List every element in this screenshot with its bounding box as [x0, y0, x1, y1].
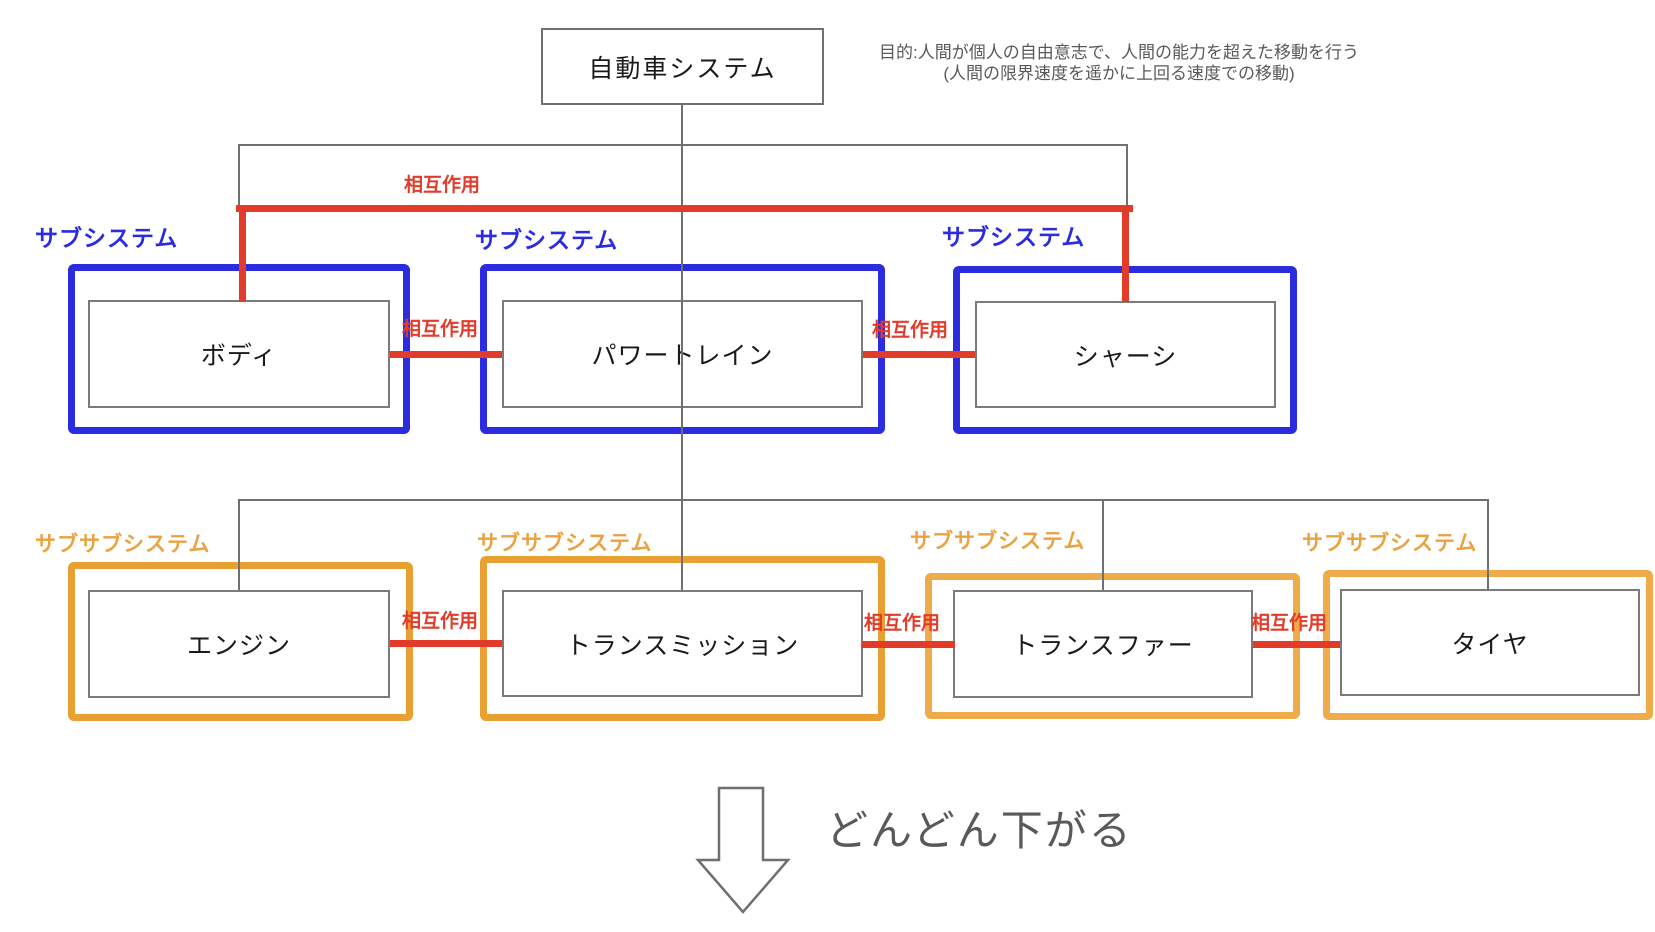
footer-caption: どんどん下がる	[826, 807, 1133, 854]
interaction-line-top-left-drop	[239, 205, 246, 302]
down-arrow-icon	[695, 786, 791, 914]
node-engine-label: エンジン	[186, 632, 291, 660]
purpose-line-2: (人間の限界速度を遥かに上回る速度での移動)	[943, 64, 1295, 83]
interaction-line-transmission-transfer	[862, 641, 955, 648]
connector-level2-branch-engine	[238, 499, 240, 590]
subsystem-label-1: サブシステム	[35, 225, 179, 251]
connector-level1-branch-right	[1126, 144, 1128, 206]
interaction-line-top-horizontal	[236, 205, 1133, 212]
interaction-label-body-powertrain: 相互作用	[402, 319, 479, 340]
node-tire: タイヤ	[1340, 589, 1640, 696]
node-transfer: トランスファー	[953, 590, 1253, 698]
node-transfer-label: トランスファー	[1012, 632, 1194, 660]
system-box-label: 自動車システム	[588, 54, 777, 83]
subsubsystem-label-4: サブサブシステム	[1302, 532, 1478, 555]
subsystem-label-2: サブシステム	[475, 227, 619, 253]
subsystem-label-3: サブシステム	[942, 224, 1086, 250]
connector-level2-branch-transfer	[1102, 499, 1104, 590]
purpose-note: 目的:人間が個人の自由意志で、人間の能力を超えた移動を行う (人間の限界速度を遥…	[833, 42, 1405, 84]
node-body: ボディ	[88, 300, 390, 408]
interaction-line-body-powertrain	[390, 351, 502, 358]
interaction-label-top: 相互作用	[404, 175, 481, 196]
interaction-line-top-right-drop	[1122, 205, 1129, 302]
node-tire-label: タイヤ	[1451, 630, 1529, 659]
subsubsystem-label-2: サブサブシステム	[477, 532, 653, 555]
subsubsystem-label-3: サブサブシステム	[910, 530, 1086, 553]
node-chassis: シャーシ	[975, 301, 1276, 408]
connector-level1-horizontal	[238, 144, 1128, 146]
subsubsystem-label-1: サブサブシステム	[35, 533, 211, 556]
connector-level2-branch-tire	[1487, 499, 1489, 590]
connector-trunk-vertical	[681, 105, 683, 590]
node-body-label: ボディ	[200, 342, 278, 370]
interaction-line-transfer-tire	[1253, 641, 1340, 648]
interaction-line-engine-transmission	[390, 640, 502, 647]
interaction-label-engine-transmission: 相互作用	[402, 611, 479, 632]
node-transmission: トランスミッション	[502, 590, 863, 697]
interaction-label-powertrain-chassis: 相互作用	[872, 320, 949, 341]
node-transmission-label: トランスミッション	[565, 631, 800, 660]
interaction-line-powertrain-chassis	[863, 351, 975, 358]
connector-level1-branch-left	[238, 144, 240, 206]
purpose-line-1: 目的:人間が個人の自由意志で、人間の能力を超えた移動を行う	[878, 43, 1360, 62]
system-box: 自動車システム	[541, 28, 824, 105]
connector-level2-horizontal	[239, 499, 1489, 501]
node-engine: エンジン	[88, 590, 390, 698]
interaction-label-transfer-tire: 相互作用	[1251, 613, 1328, 634]
node-chassis-label: シャーシ	[1073, 342, 1178, 371]
interaction-label-transmission-transfer: 相互作用	[864, 613, 941, 634]
